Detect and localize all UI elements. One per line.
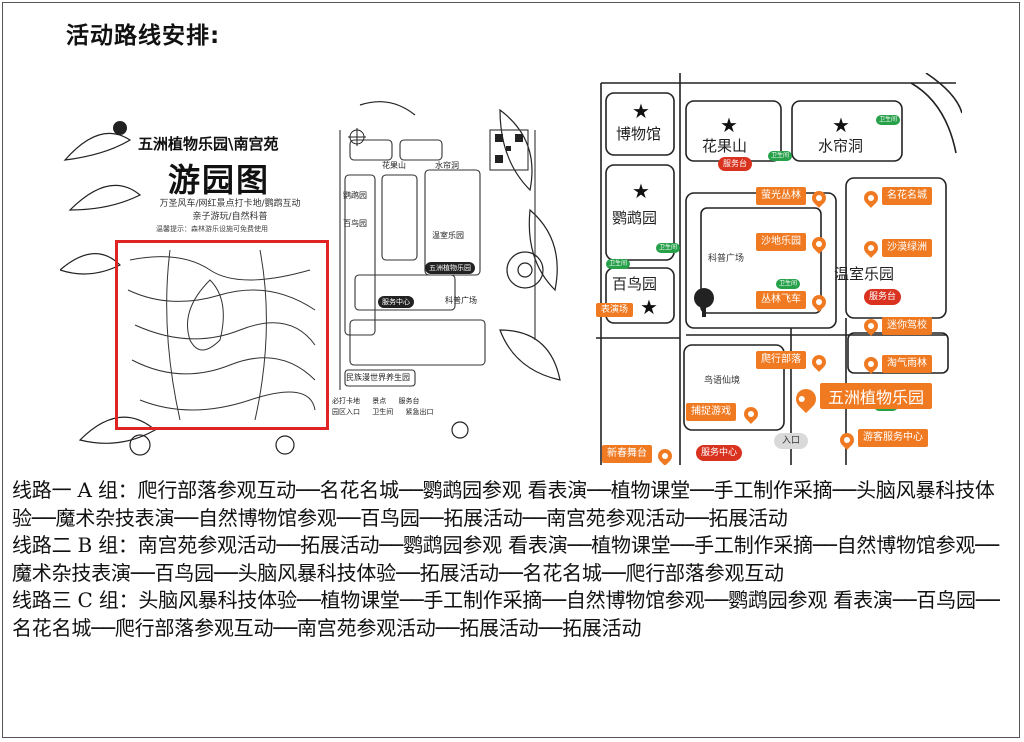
tag-jungle-car: 丛林飞车 [756, 291, 806, 309]
place-flower-mountain: 花果山 [702, 137, 748, 155]
star-icon: ★ [720, 113, 738, 137]
left-map-label-flower-mountain: 花果山 [382, 161, 406, 170]
left-map-note: 温馨提示：森林游乐设施可免费使用 [156, 225, 268, 233]
highlight-area-box [115, 240, 329, 430]
star-icon: ★ [832, 113, 850, 137]
legend-item: 紧急出口 [405, 408, 434, 416]
park-name-tag: 五洲植物乐园 [820, 383, 933, 409]
restroom-badge: 卫生间 [776, 279, 801, 289]
service-desk-tag: 服务台 [718, 157, 752, 171]
star-icon: ★ [632, 99, 650, 123]
left-map-label-birds: 百鸟园 [343, 219, 367, 228]
legend-item: 景点 [372, 397, 387, 405]
place-water-cave: 水帘洞 [818, 137, 864, 155]
left-map-title: 五洲植物乐园\南宫苑 [138, 135, 279, 153]
tag-sand-fun: 沙地乐园 [756, 233, 806, 251]
tag-naughty-rain: 淘气雨林 [882, 355, 932, 373]
left-map-subtitle-1: 万圣风车/网红景点打卡地/鹦鹉互动 [159, 199, 301, 209]
legend-item: 必打卡地 [332, 397, 360, 405]
tag-sand-pool: 沙漠绿洲 [882, 239, 932, 257]
place-museum: 博物馆 [616, 125, 662, 143]
tag-climb-tribe: 爬行部落 [756, 351, 806, 369]
place-science-square: 科普广场 [708, 254, 745, 264]
tag-performance: 表演场 [596, 303, 634, 317]
legend-item: 卫生间 [372, 408, 394, 416]
left-map-drawing [60, 101, 561, 456]
left-map-legend: 必打卡地 景点 服务台 园区入口 卫生间 紧急出口 [332, 396, 443, 418]
restroom-badge: 卫生间 [768, 151, 793, 161]
left-map-big-title: 游园图 [168, 161, 271, 199]
restroom-badge: 卫生间 [656, 243, 681, 253]
place-hundred-birds: 百鸟园 [612, 275, 658, 293]
tag-new-stage: 新春舞台 [602, 445, 652, 463]
service-center-tag: 服务中心 [696, 445, 743, 461]
route-line-b: 线路二 B 组：南宫苑参观活动──拓展活动──鹦鹉园参观 看表演──植物课堂──… [12, 533, 999, 585]
left-map-park-label: 五洲植物乐园 [425, 262, 475, 274]
tag-firefly-forest: 萤光丛林 [756, 187, 806, 205]
place-greenhouse: 温室乐园 [834, 265, 895, 283]
star-icon: ★ [640, 295, 658, 319]
park-guide-map-right: ★ 博物馆 ★ 花果山 ★ 水帘洞 ★ 鹦鹉园 百鸟园 ★ 科普广场 温室乐园 … [596, 73, 962, 465]
place-parrot-garden: 鹦鹉园 [612, 209, 658, 227]
section-heading: 活动路线安排: [66, 23, 221, 49]
service-desk-tag: 服务台 [864, 289, 902, 305]
tag-visitor-center: 游客服务中心 [858, 429, 928, 447]
star-icon: ★ [632, 179, 650, 203]
left-map-label-water-cave: 水帘洞 [435, 161, 459, 170]
restroom-badge: 卫生间 [876, 115, 901, 125]
restroom-badge: 卫生间 [606, 259, 631, 269]
tag-mini-drive: 迷你驾校 [882, 317, 932, 335]
left-map-label-science: 科普广场 [445, 296, 477, 305]
legend-item: 园区入口 [332, 408, 360, 416]
route-line-a: 线路一 A 组：爬行部落参观互动──名花名城──鹦鹉园参观 看表演──植物课堂─… [12, 478, 995, 530]
route-line-c: 线路三 C 组：头脑风暴科技体验──植物课堂──手工制作采摘──自然博物馆参观─… [12, 588, 1000, 640]
left-map-subtitle: 万圣风车/网红景点打卡地/鹦鹉互动 亲子游玩/自然科普 [135, 198, 325, 224]
left-map-label-greenhouse: 温室乐园 [432, 231, 464, 240]
tag-capture-game: 捕捉游戏 [686, 403, 736, 421]
tag-famous-flowers: 名花名城 [882, 187, 932, 205]
legend-item: 服务台 [398, 397, 420, 405]
route-list: 线路一 A 组：爬行部落参观互动──名花名城──鹦鹉园参观 看表演──植物课堂─… [12, 477, 1012, 643]
place-bird-forest: 鸟语仙境 [704, 376, 741, 386]
park-guide-map-left: 五洲植物乐园\南宫苑 游园图 万圣风车/网红景点打卡地/鹦鹉互动 亲子游玩/自然… [60, 100, 565, 465]
left-map-label-parrot: 鹦鹉园 [343, 191, 367, 200]
left-map-building-label: 民族漫世界养生园 [346, 373, 410, 382]
entrance-badge: 入口 [774, 433, 809, 449]
left-map-subtitle-2: 亲子游玩/自然科普 [192, 212, 268, 222]
left-map-service-center: 服务中心 [378, 296, 414, 308]
